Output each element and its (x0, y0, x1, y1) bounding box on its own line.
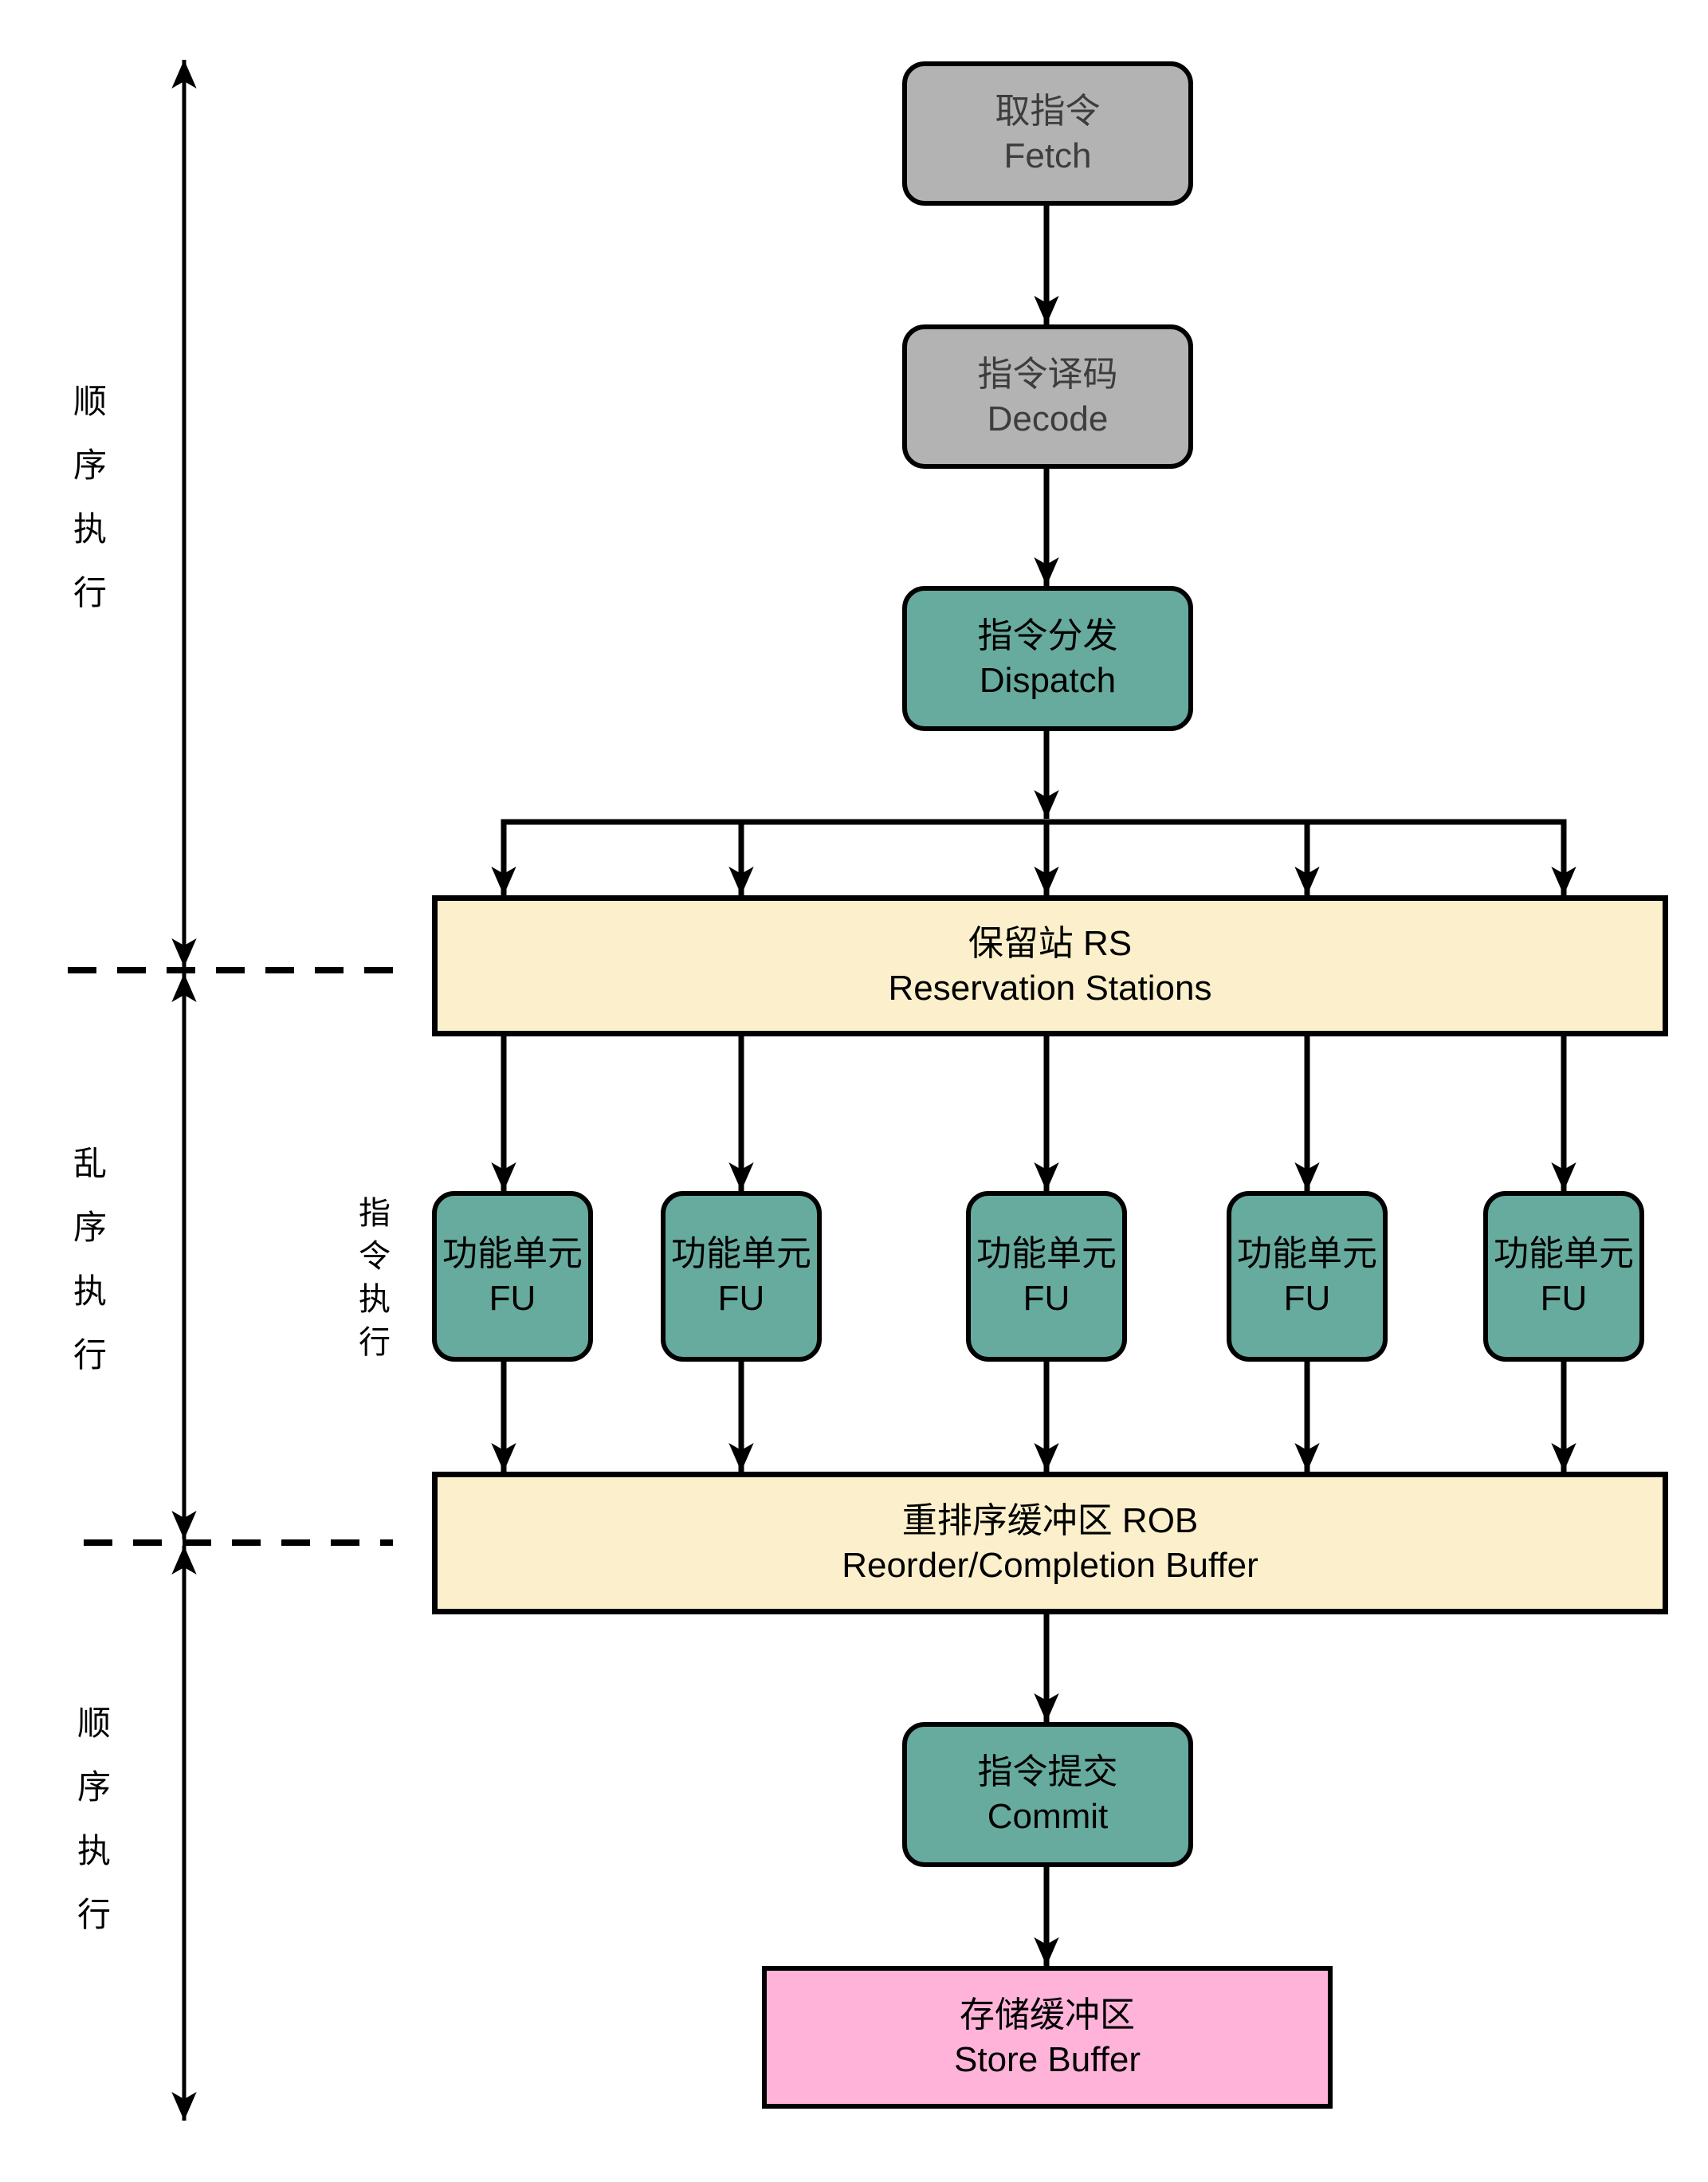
node-fetch-label-en: Fetch (1003, 136, 1092, 175)
node-commit-label-zh: 指令提交 (977, 1752, 1118, 1791)
node-dispatch-label-en: Dispatch (979, 661, 1117, 700)
node-rob-label-en: Reorder/Completion Buffer (842, 1545, 1258, 1585)
node-fu2-label-zh: 功能单元 (671, 1234, 811, 1273)
node-dispatch-label-zh: 指令分发 (977, 616, 1118, 655)
node-functional-unit-5: 功能单元 FU (1483, 1191, 1644, 1362)
node-rs-label-en: Reservation Stations (888, 968, 1212, 1008)
node-store-label-en: Store Buffer (954, 2039, 1141, 2079)
execute-label: 指令执行 (359, 1196, 391, 1360)
node-rs-label-zh: 保留站 RS (968, 923, 1133, 963)
node-fu1-label-zh: 功能单元 (442, 1234, 583, 1273)
side-label-in-order-bottom: 顺序执行 (77, 1704, 111, 1933)
node-decode-label-zh: 指令译码 (977, 354, 1118, 394)
node-fu3-label-en: FU (1023, 1279, 1070, 1318)
node-fetch-label-zh: 取指令 (995, 91, 1101, 131)
node-fu2-label-en: FU (717, 1279, 765, 1318)
node-functional-unit-1: 功能单元 FU (432, 1191, 593, 1362)
node-reorder-buffer: 重排序缓冲区 ROB Reorder/Completion Buffer (432, 1472, 1668, 1614)
node-rob-label-zh: 重排序缓冲区 ROB (901, 1500, 1199, 1540)
node-fu1-label-en: FU (489, 1279, 536, 1318)
node-fu5-label-zh: 功能单元 (1494, 1234, 1634, 1273)
node-commit-label-en: Commit (987, 1797, 1109, 1836)
node-fu3-label-zh: 功能单元 (976, 1234, 1117, 1273)
node-functional-unit-3: 功能单元 FU (966, 1191, 1127, 1362)
node-functional-unit-4: 功能单元 FU (1227, 1191, 1388, 1362)
node-commit: 指令提交 Commit (902, 1722, 1193, 1867)
node-reservation-stations: 保留站 RS Reservation Stations (432, 895, 1668, 1036)
node-store-buffer: 存储缓冲区 Store Buffer (762, 1966, 1333, 2109)
phase-separators (68, 967, 399, 1546)
node-decode-label-en: Decode (987, 399, 1109, 438)
side-label-out-of-order: 乱序执行 (73, 1145, 107, 1374)
node-store-label-zh: 存储缓冲区 (960, 1995, 1135, 2035)
side-label-in-order-top: 顺序执行 (73, 383, 107, 611)
node-fetch: 取指令 Fetch (902, 61, 1193, 206)
node-functional-unit-2: 功能单元 FU (661, 1191, 822, 1362)
node-decode: 指令译码 Decode (902, 324, 1193, 469)
node-fu5-label-en: FU (1540, 1279, 1588, 1318)
node-fu4-label-zh: 功能单元 (1237, 1234, 1377, 1273)
flow-arrows (491, 206, 1576, 1967)
node-fu4-label-en: FU (1283, 1279, 1331, 1318)
node-dispatch: 指令分发 Dispatch (902, 586, 1193, 731)
